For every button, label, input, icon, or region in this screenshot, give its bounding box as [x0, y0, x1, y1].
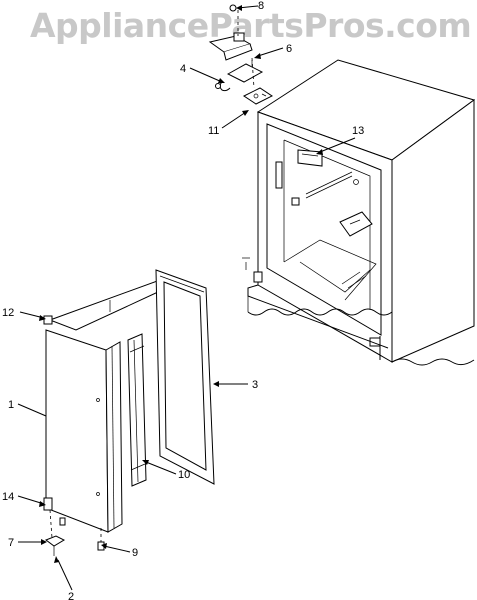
callout-6: 6 [286, 43, 292, 55]
callout-labels: 8 6 4 11 13 12 1 3 10 14 7 9 2 [2, 0, 364, 600]
callout-13: 13 [352, 125, 364, 137]
callout-2: 2 [68, 591, 74, 600]
callout-4: 4 [180, 63, 186, 75]
cabinet [242, 59, 476, 366]
leader-lines [17, 5, 356, 591]
callout-14: 14 [2, 491, 14, 503]
callout-7: 7 [8, 537, 14, 549]
door-handle-trim [127, 333, 147, 487]
callout-10: 10 [178, 469, 190, 481]
door-assembly [43, 279, 161, 556]
callout-9: 9 [132, 547, 138, 559]
callout-3: 3 [252, 379, 258, 391]
door-gasket [155, 269, 215, 485]
top-hinge-assembly [208, 4, 273, 105]
callout-11: 11 [208, 125, 219, 137]
callout-8: 8 [258, 0, 264, 12]
watermark-logo: AppliancePartsPros.com [30, 6, 472, 45]
callout-1: 1 [8, 399, 14, 411]
callout-12: 12 [2, 307, 14, 319]
